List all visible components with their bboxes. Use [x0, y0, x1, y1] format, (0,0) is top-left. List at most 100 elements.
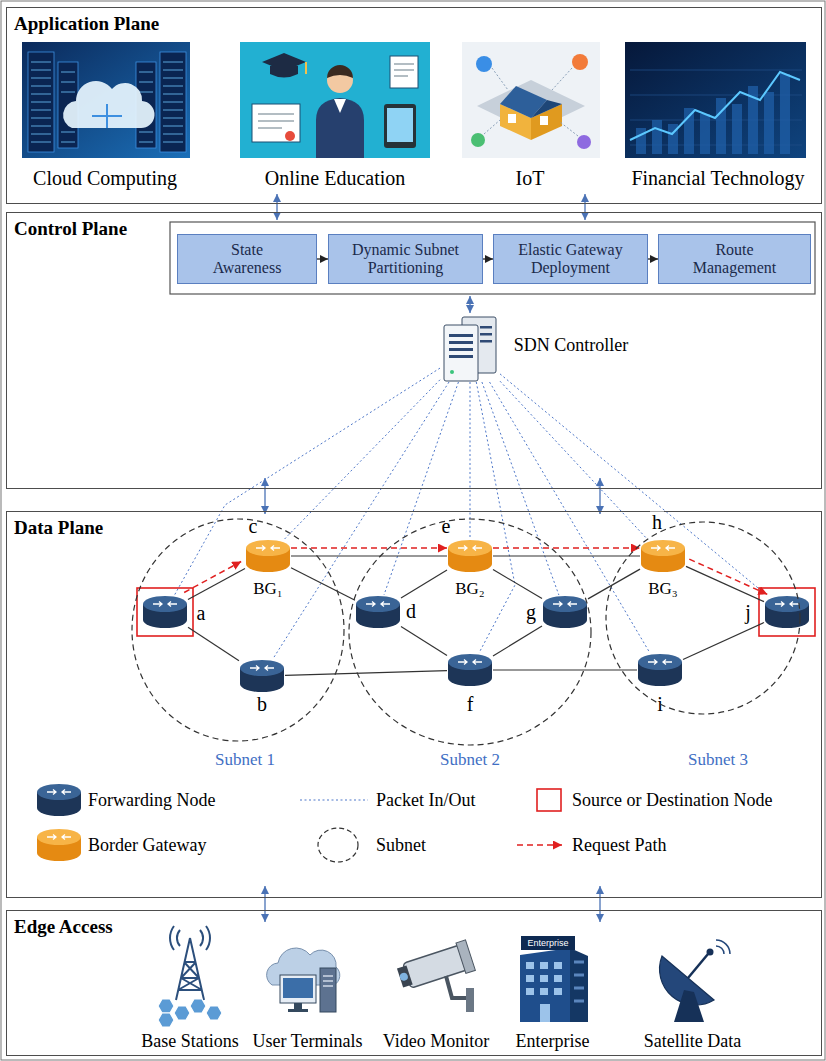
module-box: Elastic Gateway Deployment [493, 234, 648, 284]
subnet-label: Subnet 2 [438, 751, 502, 768]
router-node: i [637, 653, 683, 687]
icon-item: User Terminals [249, 928, 367, 1052]
source-marker [137, 588, 193, 636]
module-label: Elastic Gateway Deployment [511, 241, 631, 278]
plane-band: State Awareness Dynamic Subnet Partitioni… [7, 213, 821, 488]
module-label: Route Management [679, 241, 791, 278]
item-caption: Online Education [265, 167, 406, 190]
subnet-circle: deBG₂fgSubnet 2 [348, 518, 592, 746]
link-line [188, 569, 245, 600]
packet-in-out-line [384, 382, 459, 595]
server-icon [440, 316, 500, 382]
link-line [493, 555, 640, 556]
icon-item: Financial Technology [622, 40, 814, 190]
icon-item: Base Stations [135, 928, 245, 1052]
label-anchor: Subnet 1 [213, 751, 277, 769]
legend-request-arrow [517, 844, 562, 846]
legend-text: Border Gateway [88, 834, 206, 856]
building-sign-text: Enterprise [527, 939, 568, 948]
router-node: d [355, 595, 401, 629]
icon-item: IoT [440, 40, 620, 190]
node-label: SDN Controller [512, 336, 631, 354]
node-label: d [404, 601, 418, 621]
module-box: State Awareness [177, 234, 317, 284]
link-line [401, 627, 447, 656]
subnet-outline [605, 521, 801, 715]
label-anchor: b [255, 694, 269, 715]
node-label: h [650, 512, 664, 532]
label-anchor: g [524, 602, 538, 623]
legend-forwarding-icon [37, 784, 81, 816]
packet-in-out-line [470, 382, 471, 539]
subnet-label: Subnet 1 [213, 751, 277, 768]
label-anchor: f [465, 694, 476, 715]
node-label: b [255, 694, 269, 714]
module-box: Route Management [658, 234, 811, 284]
link-line [401, 570, 447, 598]
request-path-arrow [493, 547, 640, 549]
enterprise-building-icon [520, 936, 588, 1022]
subnet-circle: hBG₃ijSubnet 3 [605, 521, 801, 715]
node-label: BG₂ [453, 580, 487, 597]
node-label: i [655, 694, 665, 714]
request-path-arrow [184, 561, 241, 592]
base-station-icon [158, 926, 222, 1027]
label-anchor: BG₁ [251, 580, 285, 598]
plane-arrows [265, 194, 600, 922]
link-line [493, 626, 542, 656]
node-label: e [440, 516, 453, 536]
item-caption: Enterprise [516, 1031, 590, 1052]
label-anchor: BG₃ [646, 580, 680, 598]
item-caption: Base Stations [141, 1031, 239, 1052]
user-terminal-icon [267, 948, 340, 1012]
link-line [493, 669, 637, 670]
plane-band: Base StationsUser TerminalsVideo Monitor… [7, 911, 821, 1055]
legend-subnet-circle [318, 828, 358, 862]
label-anchor: d [404, 601, 418, 622]
plane-band: Cloud ComputingOnline EducationIoTFinanc… [7, 8, 821, 203]
icon-item: Satellite Data [635, 928, 750, 1052]
plane-heading: Control Plane [14, 218, 127, 240]
packet-in-out-line [175, 368, 440, 595]
item-caption: Satellite Data [644, 1031, 741, 1052]
label-anchor: a [195, 603, 208, 624]
label-anchor: Subnet 3 [686, 751, 750, 769]
module-label: Dynamic Subnet Partitioning [342, 241, 470, 278]
online-education-image [240, 42, 430, 158]
node-label: j [743, 602, 753, 622]
router-node: eBG₂ [447, 539, 493, 573]
router-node: b [239, 659, 285, 693]
router-node: cBG₁ [245, 539, 291, 573]
subnet-label: Subnet 3 [686, 751, 750, 768]
forwarding-node-icon [637, 653, 683, 687]
plane-heading: Edge Access [14, 916, 113, 938]
legend-packet-line [300, 799, 368, 800]
request-path-arrow [291, 547, 447, 549]
node-label: g [524, 602, 538, 622]
icon-item: Online Education [235, 40, 435, 190]
iot-image [462, 42, 600, 158]
label-anchor: SDN Controller [512, 336, 631, 355]
fintech-image [625, 42, 806, 158]
plane-heading: Application Plane [14, 13, 159, 35]
request-path-arrow [689, 559, 767, 594]
label-anchor: c [247, 516, 260, 537]
packet-in-out-line [490, 382, 650, 653]
node-label: BG₁ [251, 580, 285, 597]
router-node: f [447, 653, 493, 687]
module-arrow [648, 258, 658, 259]
forwarding-node-icon [542, 595, 588, 629]
label-anchor: e [440, 516, 453, 537]
packet-in-out-line [273, 382, 449, 659]
module-arrow [317, 258, 328, 259]
forwarding-node-icon [447, 653, 493, 687]
plane-heading: Data Plane [14, 517, 103, 539]
forwarding-node-icon [239, 659, 285, 693]
label-anchor: h [650, 512, 664, 533]
item-caption: Financial Technology [631, 167, 804, 190]
label-anchor: BG₂ [453, 580, 487, 598]
router-node: a [142, 595, 188, 629]
module-box: Dynamic Subnet Partitioning [328, 234, 483, 284]
